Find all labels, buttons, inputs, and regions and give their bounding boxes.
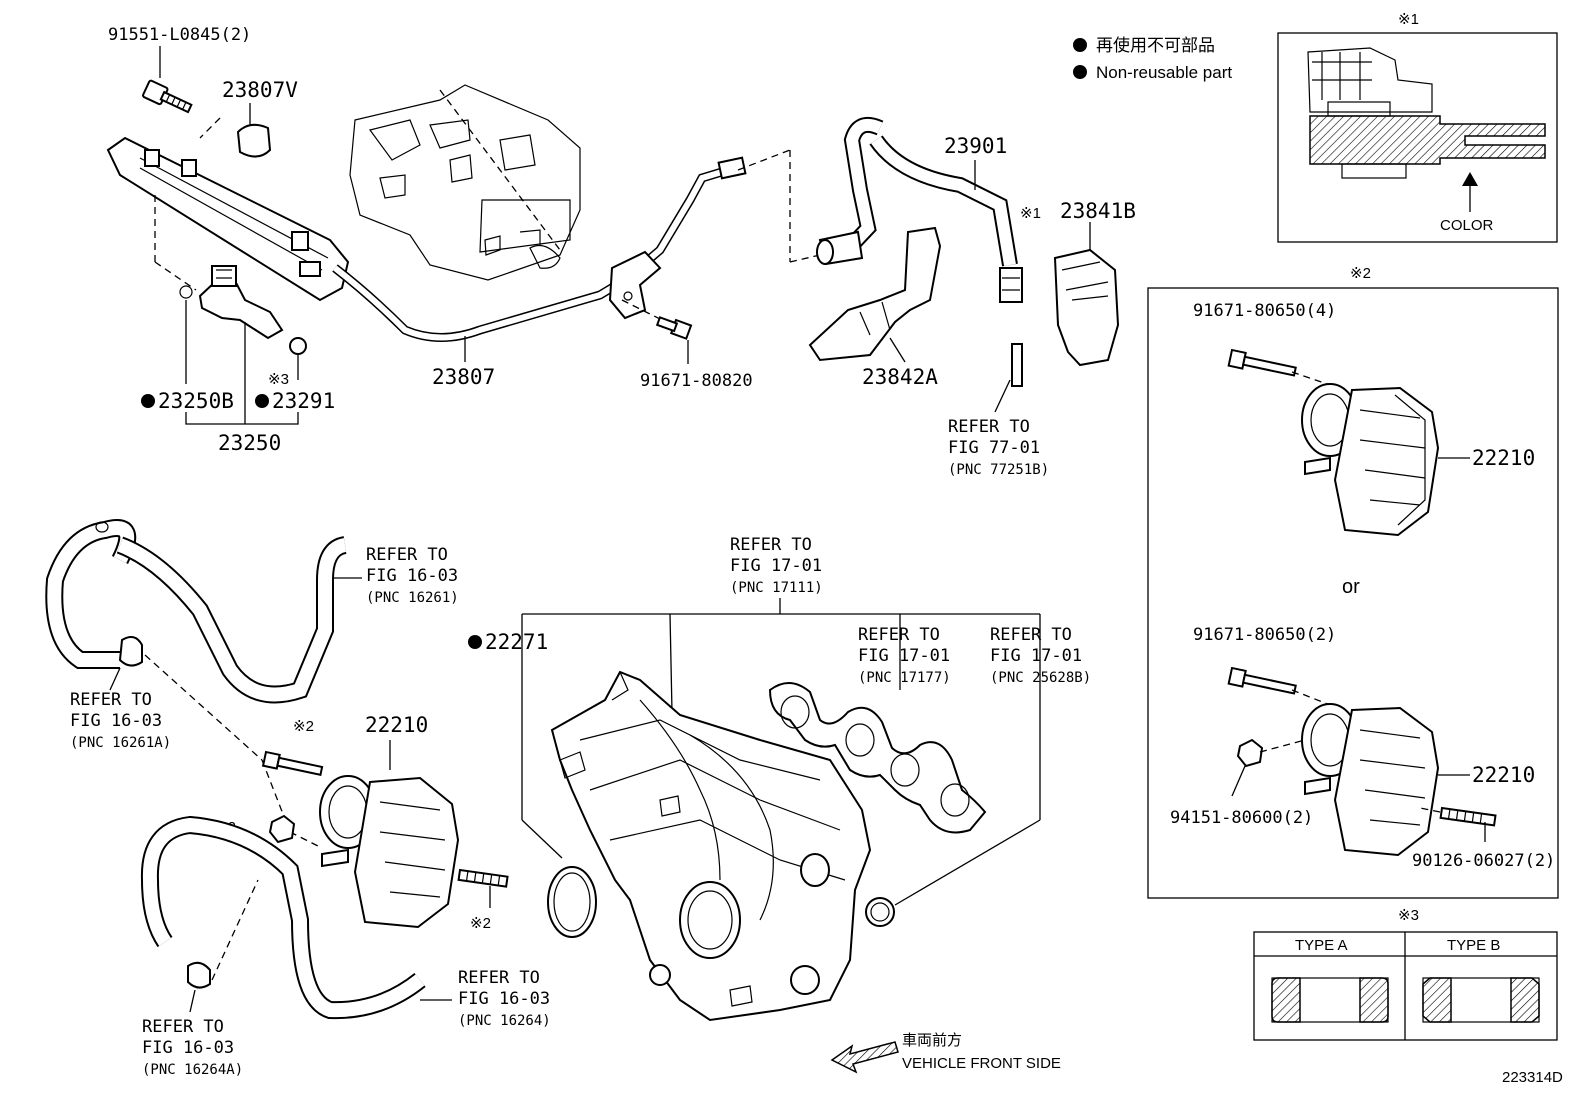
part-23841b: 23841B: [1060, 199, 1136, 223]
ref-16264-line2: FIG 16-03: [458, 989, 550, 1009]
ref-77-line2: FIG 77-01: [948, 438, 1040, 458]
intake-manifold-shape: [550, 670, 872, 1022]
type-b-header: TYPE B: [1447, 937, 1500, 954]
part-90126-06027: 90126-06027(2): [1412, 851, 1555, 871]
ref-25628b-line1: REFER TO: [990, 625, 1072, 645]
note2-box: ※2 91671-80650(4) 22210 or 91671-80650(2…: [1147, 265, 1559, 899]
gasket-25628b-shape: [865, 897, 895, 927]
ref-16261a-line1: REFER TO: [70, 690, 152, 710]
ref-17111-line1: REFER TO: [730, 535, 812, 555]
part-23842a: 23842A: [862, 365, 938, 389]
part-91551-l0845: 91551-L0845(2): [108, 25, 251, 45]
note1-box: ※1 COLOR: [1277, 11, 1558, 243]
legend-jp-text: 再使用不可部品: [1096, 35, 1215, 55]
note3-mark: ※3: [1398, 907, 1419, 924]
note1-ref-mark: ※1: [1020, 205, 1041, 222]
note1-mark: ※1: [1398, 11, 1419, 28]
part-23250b: 23250B: [158, 389, 234, 413]
ref-17177-line2: FIG 17-01: [858, 646, 950, 666]
cushion-icon: [236, 123, 272, 158]
note2-frame: [1147, 287, 1559, 899]
color-caption: COLOR: [1440, 217, 1494, 234]
part-23291: 23291: [272, 389, 335, 413]
bullet-icon: [255, 394, 269, 408]
note1-frame: [1277, 32, 1558, 243]
throttle-body-b: [1301, 703, 1440, 857]
bullet-icon: [141, 394, 155, 408]
intake-manifold-group: REFER TO FIG 17-01 (PNC 17111) 22271 REF…: [468, 535, 1091, 1022]
ref-25628b-line2: FIG 17-01: [990, 646, 1082, 666]
engine-block-sketch: [349, 84, 581, 281]
nut-icon: [1236, 738, 1264, 768]
diagram-id: 223314D: [1502, 1069, 1563, 1086]
seal-ring-icon: [289, 337, 307, 355]
type-a-header: TYPE A: [1295, 937, 1348, 954]
bullet-icon: [468, 635, 482, 649]
hose-clamp-icon: [187, 961, 211, 989]
bracket-23842a-shape: [808, 226, 942, 362]
ref-16264a-line3: (PNC 16264A): [142, 1062, 243, 1078]
bullet-icon: [1073, 65, 1087, 79]
note2-ref-mark-c: ※2: [470, 915, 491, 932]
ref-25628b-line3: (PNC 25628B): [990, 670, 1091, 686]
part-94151-80600: 94151-80600(2): [1170, 808, 1313, 828]
connector-body-shape: [1309, 115, 1546, 165]
or-text: or: [1342, 576, 1360, 598]
part-91671-80650-4: 91671-80650(4): [1193, 301, 1336, 321]
ref-16261a-line2: FIG 16-03: [70, 711, 162, 731]
ref-16264-line3: (PNC 16264): [458, 1013, 551, 1029]
note3-ref-mark: ※3: [268, 371, 289, 388]
evap-hose-group: 23901 23842A ※1 23841B REFER TO FIG 77-0…: [808, 117, 1136, 478]
gasket-22271-shape: [547, 866, 597, 938]
ref-16261-line1: REFER TO: [366, 545, 448, 565]
throttle-body-a: [1301, 383, 1440, 537]
note2-ref-mark-a: ※2: [293, 718, 314, 735]
ref-16264a-line1: REFER TO: [142, 1017, 224, 1037]
ref-16264a-line2: FIG 16-03: [142, 1038, 234, 1058]
part-22210-main: 22210: [365, 713, 428, 737]
ref-17177-line3: (PNC 17177): [858, 670, 951, 686]
part-23901: 23901: [944, 134, 1007, 158]
ref-17111-line3: (PNC 17111): [730, 580, 823, 596]
front-arrow-icon: [830, 1041, 899, 1074]
part-23250: 23250: [218, 431, 281, 455]
legend: 再使用不可部品 Non-reusable part: [1073, 35, 1232, 82]
ref-17111-line2: FIG 17-01: [730, 556, 822, 576]
part-22271: 22271: [485, 630, 548, 654]
ref-77-line3: (PNC 77251B): [948, 462, 1049, 478]
injector-shape: [179, 265, 284, 340]
ref-16261-line2: FIG 16-03: [366, 566, 458, 586]
part-91671-80820: 91671-80820: [640, 371, 753, 391]
throttle-body-main: ※2 22210 ※2 ※2: [215, 713, 509, 932]
fuel-tube-group: 23807 91671-80820: [332, 149, 821, 391]
ref-16261-line3: (PNC 16261): [366, 590, 459, 606]
water-hose-upper: REFER TO FIG 16-03 (PNC 16261) REFER TO …: [45, 519, 459, 849]
note2-mark: ※2: [1350, 265, 1371, 282]
legend-en-text: Non-reusable part: [1096, 63, 1232, 82]
part-23807: 23807: [432, 365, 495, 389]
water-hose-lower: REFER TO FIG 16-03 (PNC 16264) REFER TO …: [140, 815, 551, 1078]
fuel-rail-group: 91551-L0845(2) 23807V: [106, 25, 350, 455]
direction-en: VEHICLE FRONT SIDE: [902, 1055, 1061, 1072]
ref-16261a-line3: (PNC 16261A): [70, 735, 171, 751]
hose-clamp-icon: [118, 635, 143, 667]
vehicle-front-arrow: 車両前方 VEHICLE FRONT SIDE: [830, 1032, 1061, 1074]
ref-77-line1: REFER TO: [948, 417, 1030, 437]
bullet-icon: [1073, 38, 1087, 52]
part-22210-a: 22210: [1472, 446, 1535, 470]
nut-icon: [268, 814, 296, 844]
connector-23841b-shape: [1053, 248, 1120, 367]
part-22210-b: 22210: [1472, 763, 1535, 787]
part-23807v: 23807V: [222, 78, 298, 102]
manifold-gasket-shape: [768, 682, 987, 834]
note3-box: ※3 TYPE A TYPE B: [1253, 907, 1558, 1041]
ref-16264-line1: REFER TO: [458, 968, 540, 988]
direction-jp: 車両前方: [902, 1032, 962, 1049]
ref-17177-line1: REFER TO: [858, 625, 940, 645]
part-91671-80650-2: 91671-80650(2): [1193, 625, 1336, 645]
